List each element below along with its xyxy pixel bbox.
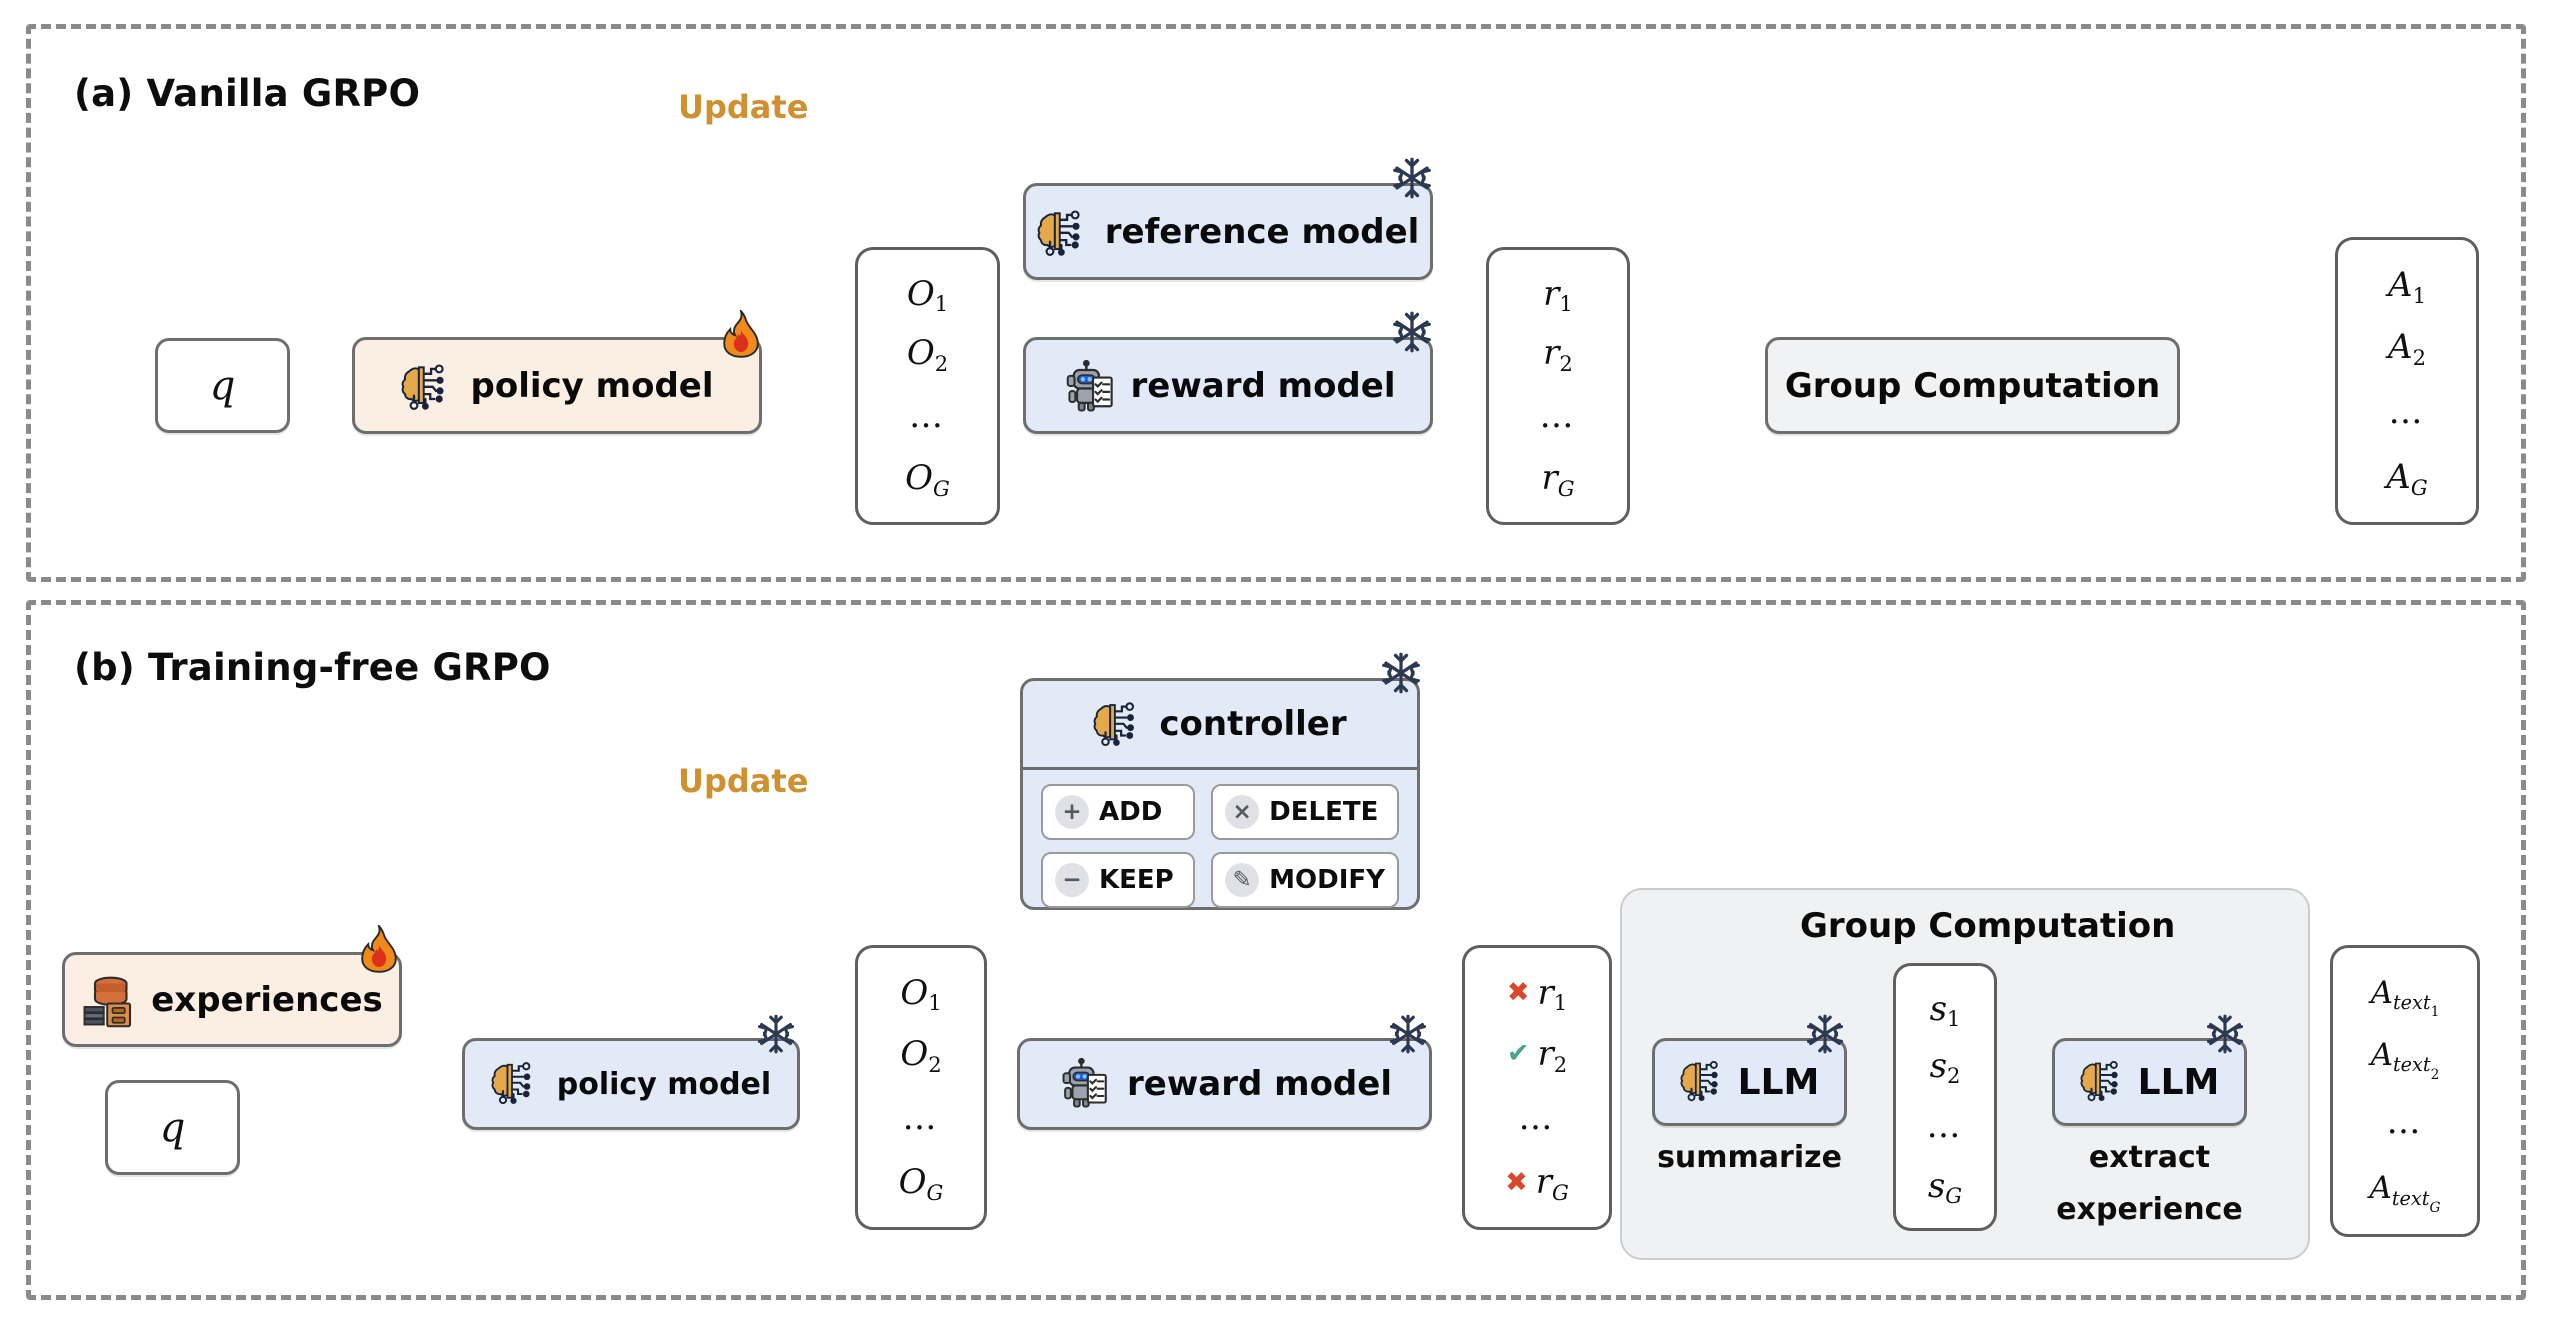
- query-box-b: q: [105, 1080, 240, 1175]
- controller-delete-label: DELETE: [1269, 797, 1379, 827]
- cross-mark-icon: ✖: [1505, 1166, 1528, 1198]
- group-computation-box-a: Group Computation: [1765, 337, 2180, 434]
- ellipsis: …: [1926, 1105, 1964, 1146]
- panel-vanilla-grpo: [26, 24, 2526, 582]
- panel-b-title: (b) Training-free GRPO: [74, 646, 551, 689]
- brain-circuit-icon: [1680, 1057, 1726, 1107]
- controller-header: controller: [1023, 652, 1420, 770]
- controller-delete-button[interactable]: × DELETE: [1211, 784, 1399, 840]
- controller-keep-label: KEEP: [1099, 865, 1174, 895]
- controller-modify-label: MODIFY: [1269, 865, 1385, 895]
- summarize-caption: summarize: [1657, 1140, 1842, 1175]
- brain-circuit-icon: [2080, 1057, 2126, 1107]
- brain-circuit-icon: [491, 1058, 543, 1110]
- ellipsis: …: [1539, 395, 1577, 436]
- minus-icon: −: [1055, 863, 1089, 897]
- robot-checklist-icon: [1061, 359, 1115, 413]
- update-label-b: Update: [678, 762, 809, 800]
- controller-modify-button[interactable]: ✎ MODIFY: [1211, 852, 1399, 908]
- query-symbol-b: q: [159, 1104, 186, 1151]
- controller-keep-button[interactable]: − KEEP: [1041, 852, 1196, 908]
- group-computation-label-b: Group Computation: [1800, 906, 2176, 946]
- cross-icon: ×: [1225, 795, 1260, 829]
- query-symbol-a: q: [209, 362, 236, 409]
- reward-model-label-a: reward model: [1130, 365, 1396, 406]
- policy-model-box-a[interactable]: policy model: [352, 307, 762, 434]
- policy-model-label-a: policy model: [470, 365, 714, 406]
- controller-add-label: ADD: [1099, 797, 1163, 827]
- llm-summarize-box[interactable]: LLM: [1652, 1014, 1847, 1126]
- brain-circuit-icon: [1093, 698, 1145, 750]
- pencil-icon: ✎: [1225, 863, 1260, 897]
- experience-archive-icon: [81, 972, 137, 1028]
- query-box-a: q: [155, 338, 290, 433]
- experiences-box[interactable]: experiences: [62, 922, 402, 1047]
- group-computation-label-a: Group Computation: [1784, 365, 2161, 406]
- ellipsis: …: [1518, 1098, 1556, 1139]
- brain-circuit-icon: [401, 360, 453, 412]
- reference-model-label-a: reference model: [1104, 211, 1420, 252]
- ellipsis: …: [2386, 1102, 2424, 1143]
- extract-caption-line1: extract: [2088, 1140, 2211, 1175]
- controller-add-button[interactable]: + ADD: [1041, 784, 1196, 840]
- llm-summarize-label: LLM: [1737, 1061, 1820, 1103]
- policy-model-label-b: policy model: [556, 1066, 772, 1102]
- update-label-a: Update: [678, 88, 809, 126]
- robot-checklist-icon: [1057, 1057, 1111, 1111]
- policy-model-box-b[interactable]: policy model: [462, 1014, 800, 1130]
- cross-mark-icon: ✖: [1506, 977, 1530, 1009]
- reference-model-box-a[interactable]: reference model: [1023, 157, 1433, 280]
- plus-icon: +: [1055, 795, 1089, 829]
- controller-box[interactable]: controller + ADD × DELETE: [1020, 652, 1420, 910]
- llm-extract-label: LLM: [2137, 1061, 2220, 1103]
- check-mark-icon: ✔: [1506, 1038, 1530, 1070]
- reward-model-label-b: reward model: [1127, 1064, 1392, 1104]
- panel-a-title: (a) Vanilla GRPO: [74, 72, 421, 115]
- ellipsis: …: [909, 395, 946, 436]
- controller-actions: + ADD × DELETE − KEEP ✎ MODIFY: [1023, 770, 1417, 924]
- ellipsis: …: [2388, 392, 2426, 432]
- controller-label: controller: [1159, 704, 1347, 744]
- experiences-label: experiences: [151, 979, 383, 1020]
- brain-circuit-icon: [1037, 206, 1089, 258]
- extract-caption-line2: experience: [2056, 1192, 2243, 1227]
- reward-model-box-b[interactable]: reward model: [1017, 1014, 1432, 1130]
- llm-extract-box[interactable]: LLM: [2052, 1014, 2247, 1126]
- ellipsis: …: [902, 1098, 940, 1139]
- reward-model-box-a[interactable]: reward model: [1023, 311, 1433, 434]
